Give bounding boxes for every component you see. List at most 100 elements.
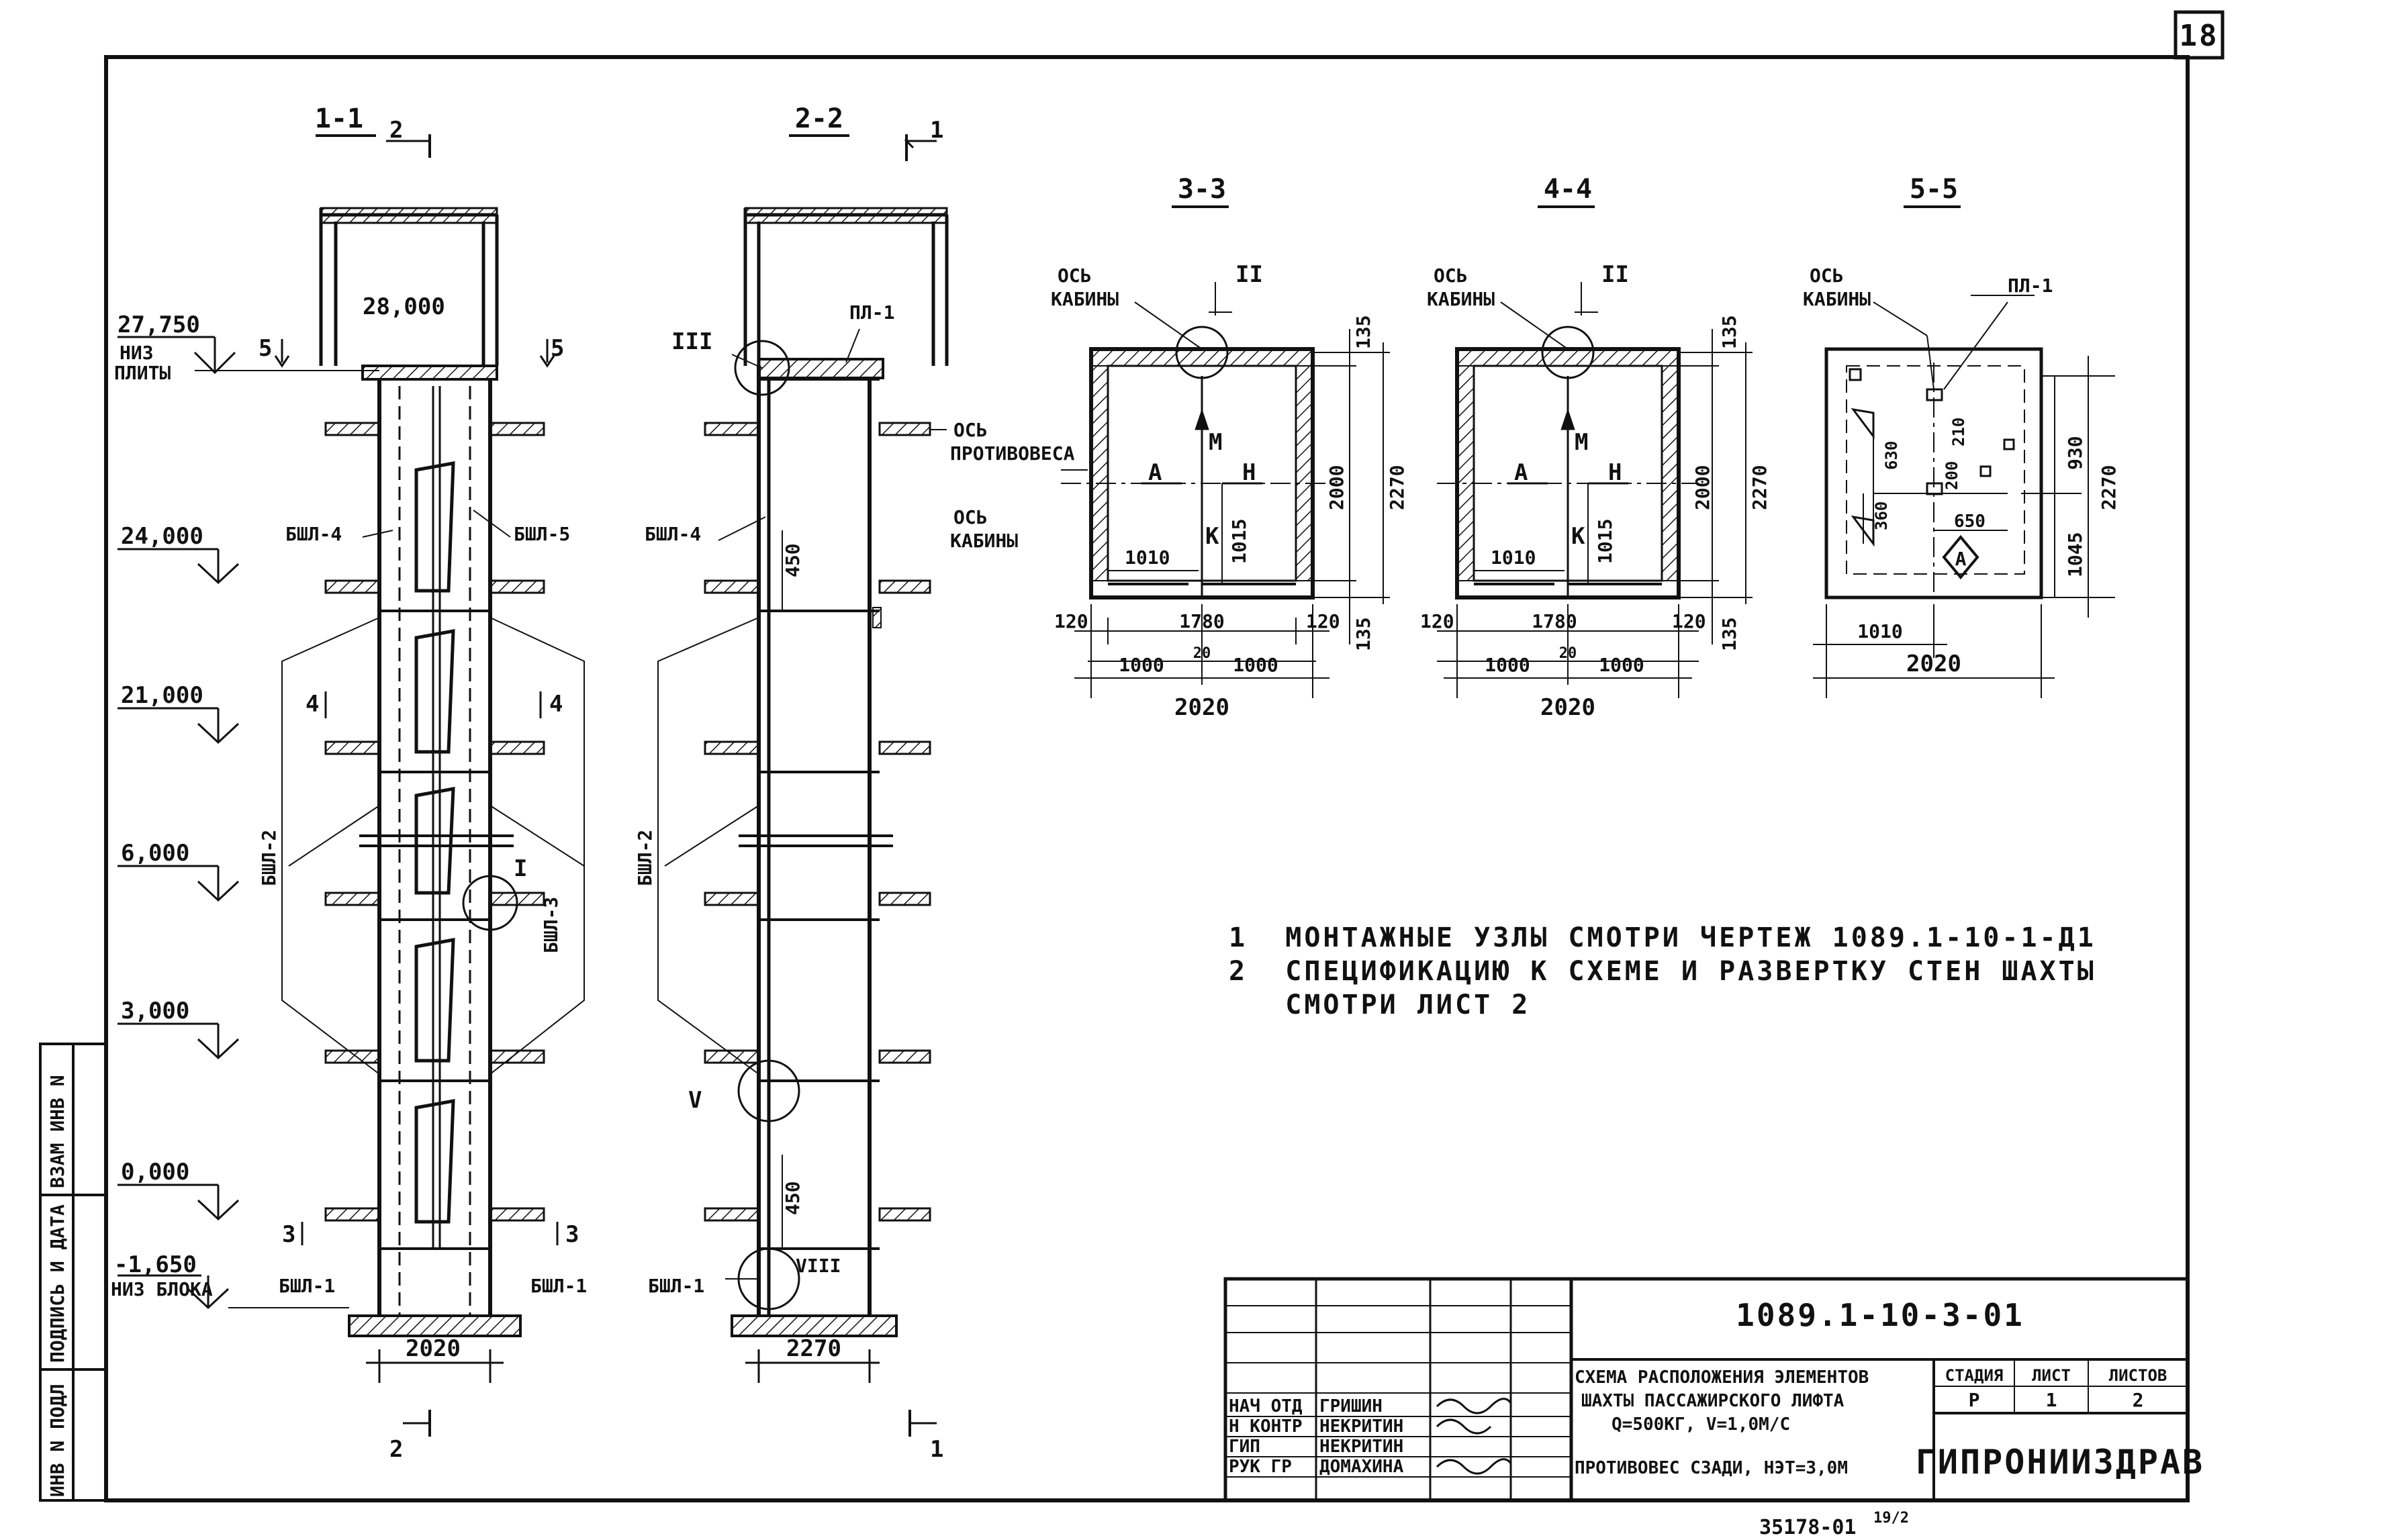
plan-3-3-dim-2020: 2020 — [1174, 694, 1229, 721]
label-bshl4-2: БШЛ-4 — [645, 523, 701, 545]
plan-3-3-dim-2270: 2270 — [1386, 465, 1408, 510]
cut-mark-1-top: 1 — [930, 117, 943, 144]
cut-mark-2-top: 2 — [389, 117, 403, 144]
plan-5-5-mark-a: А — [1955, 548, 1967, 570]
plan-5-5-dim-200: 200 — [1943, 461, 1961, 490]
plan-5-5-dim-650: 650 — [1954, 512, 1986, 532]
stamp-inv-orig: ИНВ N ПОДЛ — [46, 1384, 68, 1497]
section-1-1-title: 1-1 — [315, 103, 363, 134]
plan-5-5-dim-210: 210 — [1949, 418, 1968, 446]
plan-5-5-dim-1010: 1010 — [1857, 620, 1902, 642]
plan-4-4-dim-135-bot: 135 — [1718, 617, 1740, 651]
plan-3-3-node: II — [1235, 261, 1263, 288]
bottom-note: НИЗ БЛОКА — [111, 1278, 213, 1300]
cut-mark-5-left: 5 — [259, 335, 272, 362]
plan-4-4-dim-2270: 2270 — [1748, 465, 1771, 510]
plan-3-3-letter-a: А — [1148, 459, 1162, 486]
section-1-1 — [274, 134, 585, 1437]
doc-code: 1089.1-10-3-01 — [1736, 1297, 2024, 1333]
plan-3-3 — [1061, 205, 1390, 698]
plan-4-4-dim-20: 20 — [1559, 645, 1577, 662]
stamp-signature-date: ПОДПИСЬ И ДАТА — [46, 1204, 68, 1363]
label-bshl1-2: БШЛ-1 — [648, 1275, 704, 1297]
plan-4-4-dim-2000: 2000 — [1691, 465, 1714, 510]
note-3: СМОТРИ ЛИСТ 2 — [1229, 990, 1530, 1020]
plan-3-3-dim-1000-r: 1000 — [1233, 654, 1278, 676]
plan-4-4-axis-1: ОСЬ — [1434, 264, 1468, 287]
organization-name: ГИПРОНИИЗДРАВ — [1916, 1443, 2204, 1482]
plan-3-3-letter-m: М — [1209, 429, 1222, 456]
plan-3-3-dim-135-bot: 135 — [1352, 617, 1374, 651]
cut-mark-3-left: 3 — [282, 1221, 295, 1248]
title-block — [1223, 1277, 2190, 1502]
plan-5-5-dim-2270: 2270 — [2098, 465, 2120, 510]
plan-4-4-letter-m: М — [1575, 429, 1588, 456]
level-0000: 0,000 — [121, 1159, 189, 1186]
plan-5-5-title: 5-5 — [1910, 174, 1958, 205]
role-4: РУК ГР — [1229, 1457, 1292, 1477]
plan-4-4-node: II — [1601, 261, 1629, 288]
role-2: Н КОНТР — [1229, 1416, 1303, 1437]
cut-mark-5-right: 5 — [551, 335, 564, 362]
axis-counterweight-2: ПРОТИВОВЕСА — [950, 442, 1075, 465]
bottom-suffix: 19/2 — [1873, 1510, 1909, 1527]
axis-cabin-1: ОСЬ — [953, 506, 988, 528]
plan-5-5-pl1: ПЛ-1 — [2008, 275, 2053, 297]
name-1: ГРИШИН — [1319, 1396, 1383, 1416]
plan-4-4-title: 4-4 — [1544, 174, 1592, 205]
plan-4-4-dim-1780: 1780 — [1532, 610, 1577, 632]
cut-mark-1-bottom: 1 — [930, 1436, 943, 1463]
node-3-label: III — [671, 328, 712, 355]
cut-mark-3-right: 3 — [565, 1221, 579, 1248]
plan-5-5-dim-360: 360 — [1872, 501, 1891, 530]
plan-3-3-dim-20: 20 — [1193, 645, 1211, 662]
name-2: НЕКРИТИН — [1319, 1416, 1403, 1437]
sheets-label: ЛИСТОВ — [2109, 1366, 2167, 1385]
plan-4-4-dim-2020: 2020 — [1540, 694, 1595, 721]
stage-label: СТАДИЯ — [1945, 1366, 2004, 1385]
node-5-label: V — [688, 1087, 702, 1114]
width-dim-2270: 2270 — [786, 1335, 841, 1362]
sheet-value: 1 — [2046, 1389, 2057, 1411]
slab-elevation: 27,750 — [118, 311, 200, 338]
plan-3-3-axis-2: КАБИНЫ — [1051, 288, 1119, 310]
label-pl1: ПЛ-1 — [849, 301, 894, 324]
plan-3-3-dim-135-top: 135 — [1352, 315, 1374, 349]
plan-5-5-dim-630: 630 — [1882, 441, 1901, 470]
sheets-value: 2 — [2133, 1389, 2144, 1411]
dim-450-top: 450 — [782, 543, 804, 577]
label-bshl4: БШЛ-4 — [285, 523, 342, 545]
sheet-label: ЛИСТ — [2032, 1366, 2071, 1385]
plan-3-3-title: 3-3 — [1178, 174, 1226, 205]
node-1-label: I — [514, 855, 527, 882]
dim-450-bottom: 450 — [782, 1181, 804, 1215]
name-3: НЕКРИТИН — [1319, 1437, 1403, 1457]
label-bshl1-left: БШЛ-1 — [279, 1275, 335, 1297]
plan-3-3-dim-1010: 1010 — [1125, 546, 1170, 569]
plan-5-5-dim-2020: 2020 — [1906, 651, 1961, 677]
level-marks — [118, 336, 379, 1310]
plan-4-4-letter-n: Н — [1608, 459, 1622, 486]
stage-value: Р — [1969, 1389, 1980, 1411]
plan-3-3-dim-120-l: 120 — [1054, 610, 1088, 632]
level-24000: 24,000 — [121, 523, 203, 550]
role-1: НАЧ ОТД — [1229, 1396, 1303, 1416]
drawing-title-3: Q=500КГ, V=1,0М/С — [1612, 1414, 1790, 1435]
label-bshl2-2: БШЛ-2 — [634, 830, 656, 886]
node-8-label: VIII — [796, 1255, 841, 1277]
label-bshl3: БШЛ-3 — [540, 897, 562, 953]
plan-4-4-dim-120-r: 120 — [1672, 610, 1706, 632]
cut-mark-2-bottom: 2 — [389, 1436, 403, 1463]
cut-mark-4-right: 4 — [549, 691, 563, 718]
plan-4-4-dim-1015: 1015 — [1594, 519, 1616, 564]
plan-3-3-letter-n: Н — [1242, 459, 1256, 486]
plan-5-5-axis-2: КАБИНЫ — [1803, 288, 1871, 310]
plan-4-4-letter-k: К — [1571, 523, 1585, 550]
plan-5-5-axis-1: ОСЬ — [1810, 264, 1844, 287]
slab-note-1: НИЗ — [120, 342, 154, 364]
plan-4-4-dim-120-l: 120 — [1420, 610, 1454, 632]
plan-3-3-dim-1015: 1015 — [1228, 519, 1250, 564]
plan-4-4-axis-2: КАБИНЫ — [1427, 288, 1495, 310]
plan-3-3-dim-2000: 2000 — [1325, 465, 1348, 510]
